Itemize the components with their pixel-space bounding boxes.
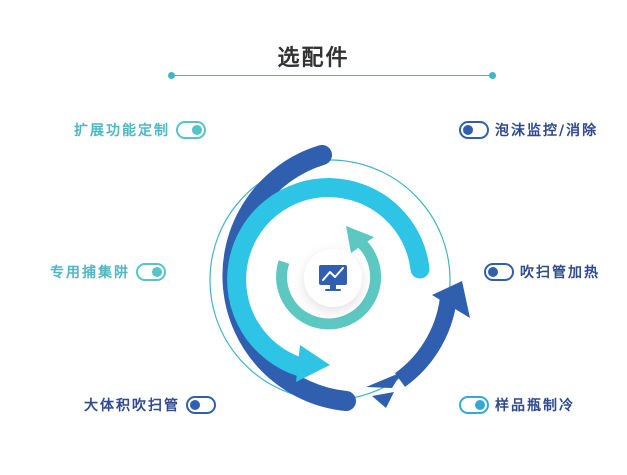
title-underline-left-dot bbox=[168, 72, 175, 79]
toggle-switch-icon[interactable] bbox=[186, 396, 216, 414]
option-sample-vial-cooling[interactable]: 样品瓶制冷 bbox=[459, 395, 575, 415]
toggle-switch-icon[interactable] bbox=[176, 121, 206, 139]
option-label: 扩展功能定制 bbox=[74, 123, 170, 139]
monitor-chart-icon bbox=[304, 249, 362, 307]
outer-ring-fragment-2 bbox=[372, 392, 394, 408]
toggle-switch-icon[interactable] bbox=[459, 121, 489, 139]
page-title: 选配件 bbox=[277, 46, 350, 71]
outer-ring-arrowhead bbox=[432, 281, 470, 318]
title-underline-right-dot bbox=[489, 72, 496, 79]
option-label: 大体积吹扫管 bbox=[84, 398, 180, 414]
option-foam-monitoring[interactable]: 泡沫监控/消除 bbox=[459, 120, 598, 140]
option-purge-heating[interactable]: 吹扫管加热 bbox=[484, 262, 600, 282]
outer-ring-arrow-arc bbox=[394, 291, 458, 387]
option-large-volume-purge[interactable]: 大体积吹扫管 bbox=[84, 395, 216, 415]
outer-ring-fragment-1 bbox=[366, 372, 402, 388]
title-underline bbox=[172, 75, 492, 76]
option-label: 泡沫监控/消除 bbox=[495, 123, 599, 139]
toggle-switch-icon[interactable] bbox=[136, 263, 166, 281]
option-label: 吹扫管加热 bbox=[520, 265, 600, 281]
toggle-switch-icon[interactable] bbox=[484, 263, 514, 281]
option-custom-extension[interactable]: 扩展功能定制 bbox=[74, 120, 206, 140]
inner-ring-arrowhead bbox=[346, 226, 374, 253]
middle-ring-arrowhead bbox=[296, 345, 330, 382]
option-label: 专用捕集阱 bbox=[50, 265, 130, 281]
option-label: 样品瓶制冷 bbox=[495, 398, 575, 414]
middle-ring-arc bbox=[227, 178, 430, 377]
inner-ring-arc bbox=[276, 233, 382, 330]
toggle-switch-icon[interactable] bbox=[459, 396, 489, 414]
option-dedicated-trap[interactable]: 专用捕集阱 bbox=[50, 262, 166, 282]
